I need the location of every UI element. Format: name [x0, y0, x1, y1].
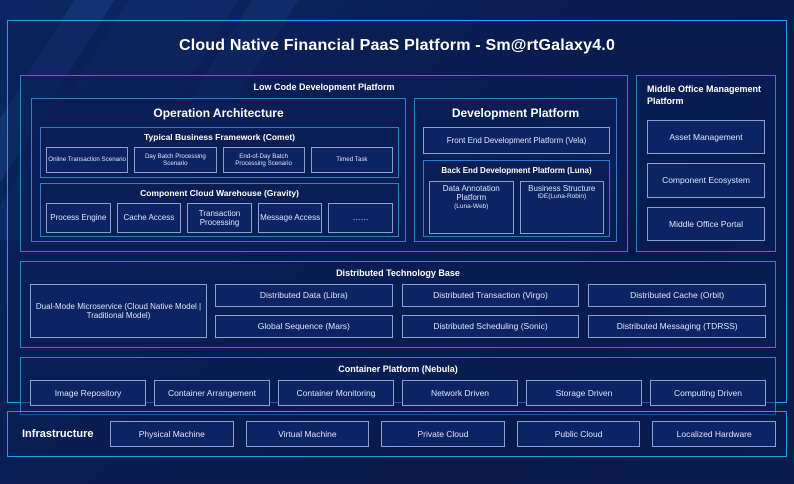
middle-office-item[interactable]: Component Ecosystem	[647, 163, 765, 198]
infrastructure-item[interactable]: Virtual Machine	[245, 421, 370, 447]
front-end-development-platform-box[interactable]: Front End Development Platform (Vela)	[423, 127, 610, 154]
distributed-item[interactable]: Distributed Cache (Orbit)	[588, 284, 766, 307]
infrastructure-item[interactable]: Localized Hardware	[652, 421, 776, 447]
back-end-item[interactable]: Business Structure IDE(Luna-Robin)	[519, 181, 604, 234]
typical-business-framework-title: Typical Business Framework (Comet)	[144, 132, 295, 142]
container-item[interactable]: Container Monitoring	[278, 380, 394, 406]
infrastructure-item[interactable]: Physical Machine	[110, 421, 234, 447]
back-end-item[interactable]: Data Annotation Platform (Luna-Web)	[429, 181, 514, 234]
distributed-technology-base-panel: Distributed Technology Base Dual-Mode Mi…	[20, 261, 776, 348]
container-item[interactable]: Container Arrangement	[154, 380, 270, 406]
operation-architecture-panel: Operation Architecture Typical Business …	[31, 98, 406, 242]
back-end-item-sub: (Luna-Web)	[454, 202, 489, 210]
distributed-technology-base-body: Dual-Mode Microservice (Cloud Native Mod…	[30, 284, 766, 338]
distributed-item[interactable]: Distributed Data (Libra)	[215, 284, 393, 307]
middle-office-management-panel: Middle Office Management Platform Asset …	[636, 75, 776, 252]
low-code-platform-panel: Low Code Development Platform Operation …	[20, 75, 628, 252]
distributed-item[interactable]: Global Sequence (Mars)	[215, 315, 393, 338]
back-end-item-name: Data Annotation Platform	[442, 184, 500, 203]
infrastructure-items: Physical Machine Virtual Machine Private…	[110, 421, 776, 447]
infrastructure-item[interactable]: Private Cloud	[381, 421, 505, 447]
distributed-item[interactable]: Distributed Messaging (TDRSS)	[588, 315, 766, 338]
middle-office-item[interactable]: Asset Management	[647, 120, 765, 155]
development-platform-title: Development Platform	[451, 106, 580, 120]
dual-mode-microservice-box[interactable]: Dual-Mode Microservice (Cloud Native Mod…	[30, 284, 207, 338]
framework-item[interactable]: Day Batch Processing Scenario	[134, 147, 217, 173]
operation-architecture-title: Operation Architecture	[153, 106, 284, 120]
container-item[interactable]: Computing Driven	[650, 380, 766, 406]
back-end-platform-items: Data Annotation Platform (Luna-Web) Busi…	[429, 181, 604, 234]
distributed-technology-items: Distributed Data (Libra) Distributed Tra…	[215, 284, 766, 338]
middle-office-item[interactable]: Middle Office Portal	[647, 206, 765, 241]
container-platform-panel: Container Platform (Nebula) Image Reposi…	[20, 357, 776, 415]
back-end-development-platform-panel: Back End Development Platform (Luna) Dat…	[423, 160, 610, 237]
warehouse-item[interactable]: Message Access	[257, 203, 323, 233]
distributed-item[interactable]: Distributed Transaction (Virgo)	[401, 284, 580, 307]
framework-item[interactable]: Online Transaction Scenario	[46, 147, 129, 173]
component-cloud-warehouse-title: Component Cloud Warehouse (Gravity)	[140, 188, 299, 198]
framework-item[interactable]: Timed Task	[310, 147, 393, 173]
distributed-item[interactable]: Distributed Scheduling (Sonic)	[401, 315, 580, 338]
component-cloud-warehouse-panel: Component Cloud Warehouse (Gravity) Proc…	[40, 183, 399, 237]
warehouse-item-more[interactable]: ……	[328, 203, 393, 233]
container-platform-title: Container Platform (Nebula)	[338, 364, 458, 374]
infrastructure-item[interactable]: Public Cloud	[516, 421, 641, 447]
component-cloud-warehouse-items: Process Engine Cache Access Transaction …	[46, 203, 393, 233]
infrastructure-inner: Infrastructure Physical Machine Virtual …	[8, 412, 786, 456]
distributed-technology-base-title: Distributed Technology Base	[336, 268, 460, 278]
back-end-item-name: Business Structure	[528, 184, 596, 193]
container-item[interactable]: Storage Driven	[526, 380, 642, 406]
container-item[interactable]: Image Repository	[30, 380, 146, 406]
container-platform-items: Image Repository Container Arrangement C…	[30, 380, 766, 406]
platform-frame: Cloud Native Financial PaaS Platform - S…	[7, 20, 787, 415]
warehouse-item[interactable]: Cache Access	[116, 203, 182, 233]
back-end-item-sub: IDE(Luna-Robin)	[537, 193, 587, 201]
middle-office-items: Asset Management Component Ecosystem Mid…	[647, 120, 765, 241]
typical-business-framework-items: Online Transaction Scenario Day Batch Pr…	[46, 147, 393, 173]
warehouse-item[interactable]: Transaction Processing	[187, 203, 252, 233]
infrastructure-label: Infrastructure	[22, 428, 94, 440]
framework-item[interactable]: End-of-Day Batch Processing Scenario	[222, 147, 305, 173]
low-code-platform-title: Low Code Development Platform	[253, 82, 395, 92]
typical-business-framework-panel: Typical Business Framework (Comet) Onlin…	[40, 127, 399, 178]
back-end-development-platform-title: Back End Development Platform (Luna)	[441, 166, 592, 175]
container-item[interactable]: Network Driven	[402, 380, 518, 406]
middle-office-management-title: Middle Office Management Platform	[647, 84, 762, 106]
infrastructure-panel: Infrastructure Physical Machine Virtual …	[7, 411, 787, 457]
development-platform-panel: Development Platform Front End Developme…	[414, 98, 617, 242]
warehouse-item[interactable]: Process Engine	[46, 203, 111, 233]
page-title: Cloud Native Financial PaaS Platform - S…	[178, 37, 616, 54]
